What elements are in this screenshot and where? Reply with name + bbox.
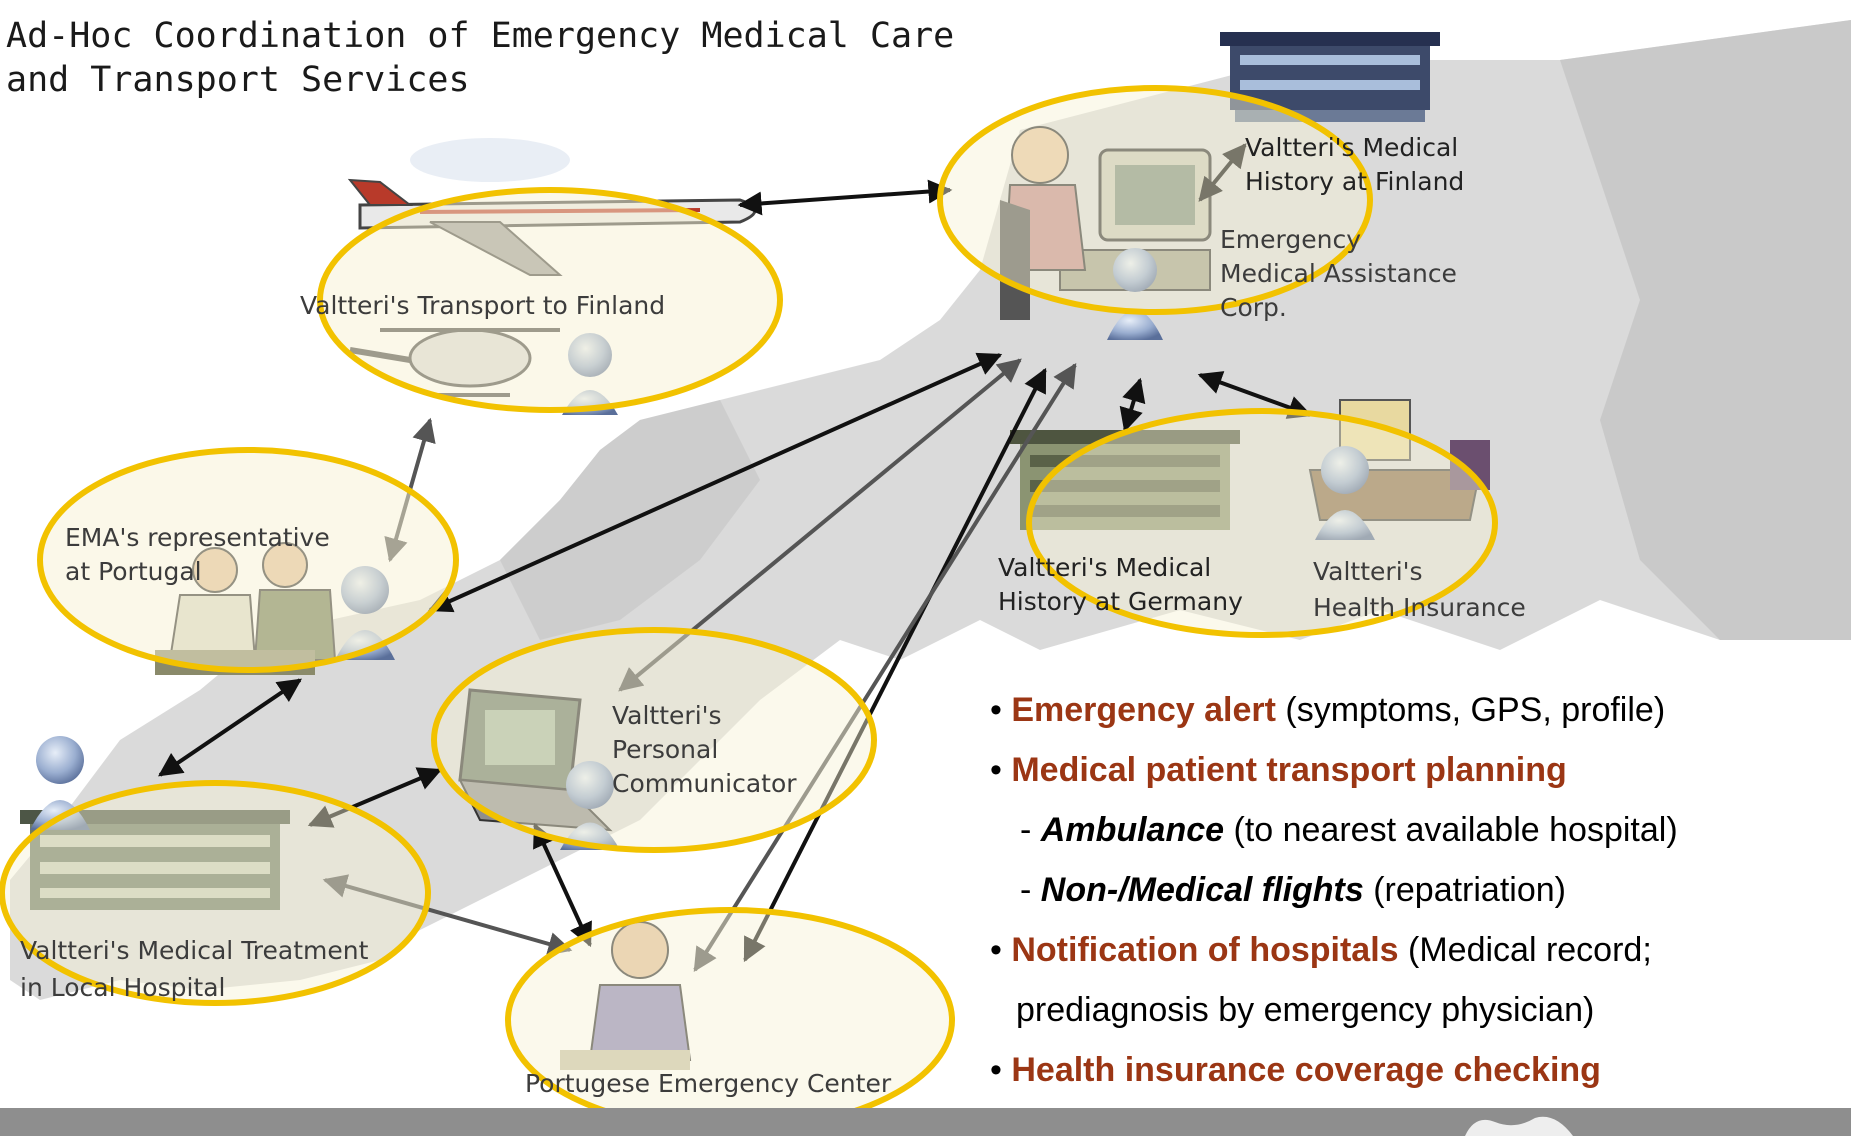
- label-rep-2: at Portugal: [65, 557, 202, 586]
- label-communicator-3: Communicator: [612, 769, 797, 798]
- ellipse-transport: [317, 187, 783, 413]
- label-communicator-1: Valtteri's: [612, 701, 722, 730]
- label-finland-history-1: Valtteri's Medical: [1245, 133, 1459, 162]
- label-insurance-1: Valtteri's: [1313, 557, 1423, 586]
- page-title: Ad-Hoc Coordination of Emergency Medical…: [6, 14, 954, 102]
- label-hospital-1: Valtteri's Medical Treatment: [20, 936, 369, 965]
- ellipse-ema: [937, 85, 1373, 315]
- label-insurance-2: Health Insurance: [1313, 593, 1526, 622]
- arrow-hospital-emcenter: [322, 874, 573, 956]
- bullet-ambulance: - Ambulance (to nearest available hospit…: [1020, 811, 1678, 849]
- label-germany-history-2: History at Germany: [998, 587, 1243, 616]
- feature-bullet-list: • Emergency alert (symptoms, GPS, profil…: [990, 680, 1678, 1100]
- arrow-ema-insurance: [1197, 371, 1313, 419]
- pawn-icon-ema: [1107, 248, 1163, 340]
- bullet-emergency-alert: • Emergency alert (symptoms, GPS, profil…: [990, 691, 1666, 729]
- title-line-1: Ad-Hoc Coordination of Emergency Medical…: [6, 16, 955, 56]
- label-ema-corp-3: Corp.: [1220, 293, 1287, 322]
- ellipse-communicator: [431, 627, 877, 853]
- footer-logo-icon: [1465, 1116, 1573, 1136]
- bullet-transport-planning: • Medical patient transport planning: [990, 751, 1567, 789]
- map-shading: [1560, 20, 1851, 640]
- label-finland-history-2: History at Finland: [1245, 167, 1465, 196]
- bullet-notification-cont: prediagnosis by emergency physician): [1016, 991, 1595, 1029]
- ellipse-germany: [1026, 408, 1498, 638]
- pawn-icon-insurance: [1315, 446, 1375, 540]
- arrow-hospital-rep: [158, 678, 302, 777]
- node-ellipses: [0, 85, 1498, 1133]
- bullet-insurance-check: • Health insurance coverage checking: [990, 1051, 1601, 1089]
- label-germany-history-1: Valtteri's Medical: [998, 553, 1212, 582]
- local-hospital-building: [20, 810, 290, 910]
- title-line-2: and Transport Services: [6, 60, 470, 100]
- label-emergency-center: Portugese Emergency Center: [525, 1069, 892, 1098]
- arrow-communicator-emcenter: [533, 822, 592, 948]
- ellipse-rep: [37, 447, 459, 673]
- connector-arrows: [158, 143, 1313, 973]
- arrow-communicator-hospital: [307, 767, 443, 828]
- label-communicator-2: Personal: [612, 735, 719, 764]
- label-hospital-2: in Local Hospital: [20, 973, 226, 1002]
- label-transport: Valtteri's Transport to Finland: [300, 291, 666, 320]
- ellipse-hospital: [0, 780, 431, 1006]
- bullet-flights: - Non-/Medical flights (repatriation): [1020, 871, 1566, 909]
- label-rep-1: EMA's representative: [65, 523, 330, 552]
- arrow-ema-germany: [1119, 377, 1146, 433]
- arrow-transport-ema: [737, 179, 953, 216]
- label-ema-corp-2: Medical Assistance: [1220, 259, 1457, 288]
- label-ema-corp-1: Emergency: [1220, 225, 1362, 254]
- bullet-notification: • Notification of hospitals (Medical rec…: [990, 931, 1652, 969]
- arrow-ema-history: [1198, 143, 1247, 202]
- arrow-ema-emcenter-2: [693, 362, 1077, 973]
- emergency-operator-image: [560, 921, 692, 1070]
- cloud: [410, 138, 570, 182]
